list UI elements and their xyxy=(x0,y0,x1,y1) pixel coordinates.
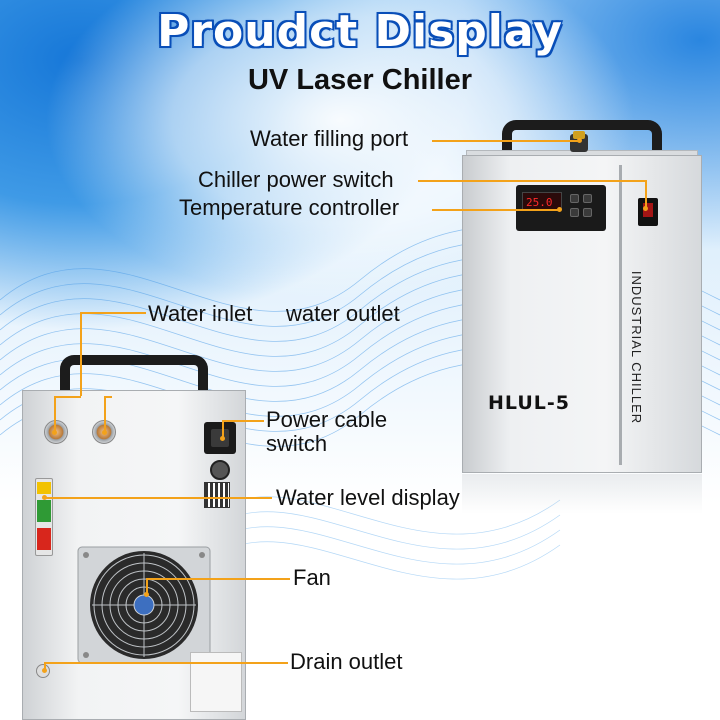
power-switch-rocker xyxy=(643,203,653,217)
leader-dot xyxy=(557,207,562,212)
leader-dot xyxy=(102,430,107,435)
leader-line xyxy=(645,180,647,208)
leader-line xyxy=(104,396,112,398)
label-power-cable-switch: switch xyxy=(266,431,328,456)
leader-line xyxy=(432,140,580,142)
spec-sticker xyxy=(190,652,242,712)
leader-line xyxy=(418,180,646,182)
label-water-outlet: water outlet xyxy=(286,301,400,326)
controller-button xyxy=(583,194,592,203)
side-text: INDUSTRIAL CHILLER xyxy=(629,270,645,425)
filling-port-cap xyxy=(573,131,585,139)
controller-button xyxy=(570,208,579,217)
label-power-cable: Power cable xyxy=(266,407,388,432)
leader-line xyxy=(44,662,288,664)
label-water-filling-port: Water filling port xyxy=(250,126,409,151)
gauge-red-zone xyxy=(37,528,51,550)
label-chiller-power-switch: Chiller power switch xyxy=(198,167,394,192)
controller-button xyxy=(570,194,579,203)
leader-line xyxy=(44,497,272,499)
leader-dot xyxy=(577,138,582,143)
leader-dot xyxy=(42,495,47,500)
chiller-reflection xyxy=(462,474,702,514)
leader-line xyxy=(54,396,81,398)
leader-line xyxy=(44,662,46,670)
leader-dot xyxy=(144,592,149,597)
leader-line xyxy=(54,396,56,432)
leader-line xyxy=(432,209,560,211)
signal-plug xyxy=(210,460,230,480)
label-fan: Fan xyxy=(293,565,331,590)
leader-line xyxy=(222,420,264,422)
controller-reading: 25.0 xyxy=(526,196,553,209)
leader-dot xyxy=(220,436,225,441)
leader-line xyxy=(80,312,82,396)
rear-handle xyxy=(60,355,208,397)
qr-code-icon xyxy=(204,482,230,508)
model-label: HLUL-5 xyxy=(488,392,570,414)
fan-icon xyxy=(77,546,211,664)
controller-display: 25.0 xyxy=(522,192,562,210)
label-water-level-display: Water level display xyxy=(276,485,460,510)
chiller-panel-divider xyxy=(619,165,622,465)
leader-dot xyxy=(643,206,648,211)
gauge-green-zone xyxy=(37,500,51,522)
controller-button xyxy=(583,208,592,217)
label-temperature-controller: Temperature controller xyxy=(179,195,400,220)
label-drain-outlet: Drain outlet xyxy=(290,649,403,674)
page-title: Proudct Display xyxy=(157,6,563,57)
leader-line xyxy=(80,312,146,314)
leader-line xyxy=(146,578,290,580)
leader-line xyxy=(104,396,106,432)
leader-dot xyxy=(52,430,57,435)
gauge-yellow-zone xyxy=(37,482,51,494)
leader-line xyxy=(222,420,224,438)
leader-line xyxy=(146,578,148,594)
product-subtitle: UV Laser Chiller xyxy=(247,64,473,96)
leader-dot xyxy=(42,668,47,673)
label-water-inlet: Water inlet xyxy=(148,301,253,326)
